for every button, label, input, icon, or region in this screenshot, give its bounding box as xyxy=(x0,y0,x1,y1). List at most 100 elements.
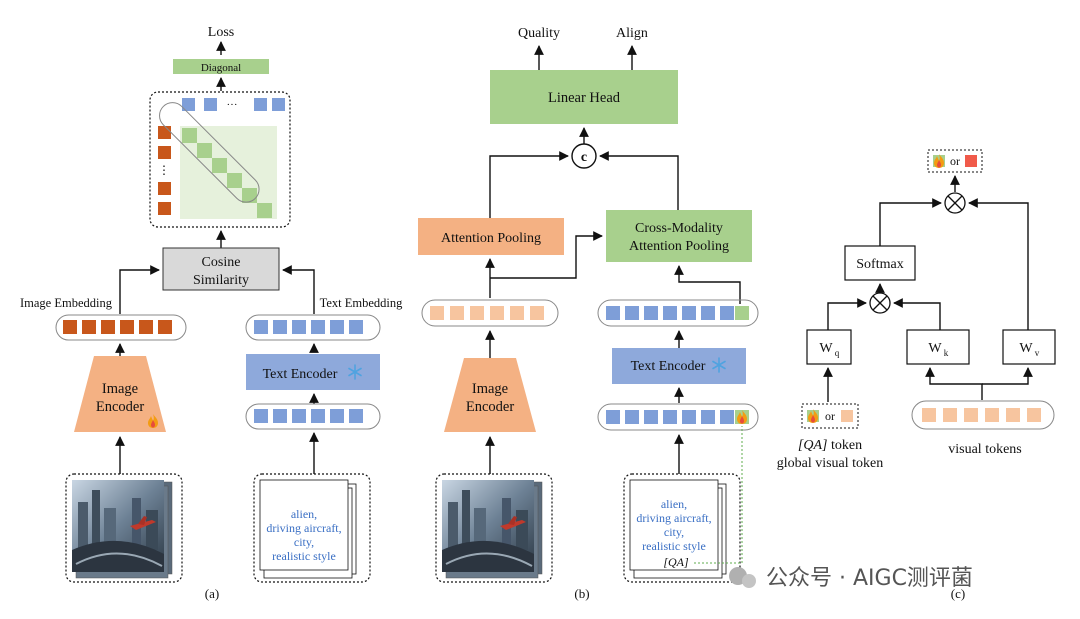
wq-box xyxy=(806,329,852,365)
watermark: 公众号 · AIGC测评菌 xyxy=(729,566,973,591)
text-token xyxy=(272,98,285,111)
text-token xyxy=(330,320,344,334)
panel-c-label: (c) xyxy=(951,586,965,601)
caption-line-2: driving aircraft, xyxy=(266,521,341,535)
wk-subscript: k xyxy=(944,348,949,358)
image-token xyxy=(101,320,115,334)
diagonal-cell xyxy=(197,143,212,158)
global-visual-token-caption: global visual token xyxy=(777,456,884,471)
matrix-left-ellipsis: ⋮ xyxy=(158,163,170,177)
global-visual-query-token xyxy=(841,410,853,422)
cross-modality-label-1: Cross-Modality xyxy=(635,221,723,236)
image-embedding-label: Image Embedding xyxy=(20,296,113,310)
text-token xyxy=(311,409,325,423)
image-embedding-row xyxy=(55,314,187,341)
text-token xyxy=(254,320,268,334)
matrix-top-tokens xyxy=(182,98,285,111)
text-token xyxy=(606,306,620,320)
image-encoder-b-label-2: Encoder xyxy=(466,399,514,415)
image-token xyxy=(158,146,171,159)
visual-token xyxy=(985,408,999,422)
visual-token-row-c xyxy=(911,400,1055,430)
caption-page-b xyxy=(629,479,719,571)
image-encoder-trapezoid xyxy=(74,356,166,432)
text-token xyxy=(254,409,268,423)
qa-tag-text: [QA] xyxy=(663,555,689,569)
text-encoder-b-label: Text Encoder xyxy=(631,359,706,374)
quality-label: Quality xyxy=(518,26,560,41)
visual-token xyxy=(430,306,444,320)
wk-box xyxy=(906,329,970,365)
diagonal-label: Diagonal xyxy=(201,62,241,74)
cross-modality-pooling-box xyxy=(606,210,752,262)
diagonal-cell xyxy=(242,188,257,203)
visual-token xyxy=(490,306,504,320)
cosine-label-1: Cosine xyxy=(202,255,241,270)
cosine-label-2: Similarity xyxy=(193,273,249,288)
linear-head-label: Linear Head xyxy=(548,90,621,106)
visual-token xyxy=(450,306,464,320)
image-token xyxy=(139,320,153,334)
text-encoder-box xyxy=(246,354,380,390)
visual-token xyxy=(510,306,524,320)
similarity-matrix-frame xyxy=(149,91,291,228)
image-input-frame xyxy=(65,473,183,583)
text-token xyxy=(720,306,734,320)
text-token xyxy=(204,98,217,111)
image-token xyxy=(158,320,172,334)
text-token xyxy=(625,306,639,320)
text-token xyxy=(349,320,363,334)
caption-line-3: city, xyxy=(294,535,314,549)
wv-subscript: v xyxy=(1035,348,1040,358)
diagonal-cell xyxy=(257,203,272,218)
text-token xyxy=(701,410,715,424)
watermark-text: 公众号 · AIGC测评菌 xyxy=(766,566,973,591)
image-encoder-trapezoid-b xyxy=(444,358,536,432)
visual-token xyxy=(922,408,936,422)
attention-pooling-label: Attention Pooling xyxy=(441,231,541,246)
text-input-frame-b xyxy=(623,473,741,583)
text-token xyxy=(701,306,715,320)
cross-modality-label-2: Attention Pooling xyxy=(629,239,729,254)
image-token xyxy=(158,126,171,139)
concat-label: c xyxy=(581,150,587,165)
attention-pooling-box xyxy=(418,218,564,255)
text-token xyxy=(606,410,620,424)
caption-b-line-3: city, xyxy=(664,525,684,539)
visual-tokens-caption: visual tokens xyxy=(948,442,1022,457)
image-embedding-tokens xyxy=(63,320,172,334)
visual-token xyxy=(530,306,544,320)
global-output-token xyxy=(965,155,977,167)
text-token xyxy=(292,320,306,334)
visual-token-row xyxy=(421,299,559,327)
panel-a-label: (a) xyxy=(205,586,219,601)
text-token xyxy=(663,410,677,424)
image-token xyxy=(158,182,171,195)
matrix-top-ellipsis: ··· xyxy=(227,99,238,111)
output-or-label: or xyxy=(950,154,960,168)
text-token xyxy=(720,410,734,424)
image-encoder-label-1: Image xyxy=(102,381,138,397)
caption-b-line-4: realistic style xyxy=(642,539,706,553)
matrix-left-tokens xyxy=(158,126,171,215)
text-input-row-b xyxy=(597,403,759,431)
image-token xyxy=(82,320,96,334)
matrix-diagonal xyxy=(182,128,272,218)
text-input-row xyxy=(245,403,381,430)
wv-label: W xyxy=(1019,341,1033,356)
diagonal-cell xyxy=(227,173,242,188)
image-token xyxy=(63,320,77,334)
diagonal-cell xyxy=(212,158,227,173)
cosine-similarity-box xyxy=(162,247,280,291)
text-token xyxy=(625,410,639,424)
image-token xyxy=(158,202,171,215)
linear-head-box xyxy=(490,70,678,124)
text-token xyxy=(273,320,287,334)
text-token xyxy=(682,306,696,320)
image-encoder-label-2: Encoder xyxy=(96,399,144,415)
input-or-label: or xyxy=(825,409,835,423)
text-token xyxy=(349,409,363,423)
caption-line-1: alien, xyxy=(291,507,317,521)
qa-token-caption: [QA] token xyxy=(798,438,862,453)
wq-label: W xyxy=(819,341,833,356)
